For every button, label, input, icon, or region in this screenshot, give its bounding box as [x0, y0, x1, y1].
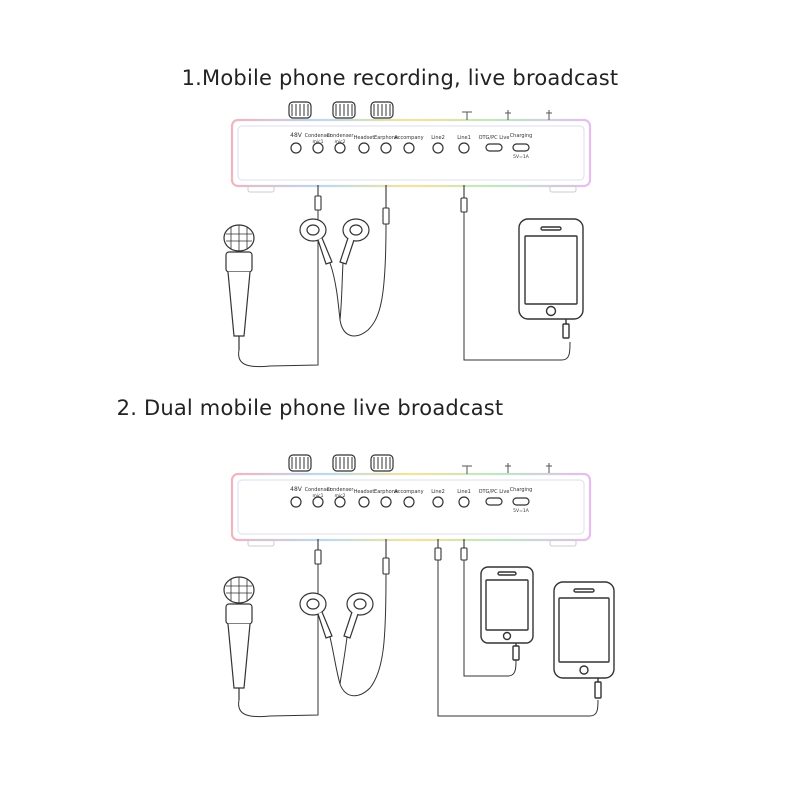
diagram-2: 48V Condenser mic1 Condenser mic2 Headse… [223, 454, 615, 718]
line1-cable-2 [463, 560, 517, 677]
port-label-headset: Headset [354, 135, 375, 141]
port-label-48v: 48V [290, 132, 303, 139]
plug-line2-2 [434, 539, 442, 561]
knob-1a [288, 101, 312, 119]
knob-2a [288, 454, 312, 472]
port-label-earphone: Earphone [374, 489, 398, 495]
port-label-accompany: Accompany [394, 135, 423, 141]
port-label-48v: 48V [290, 486, 303, 493]
port-sub-mic2: mic2 [335, 139, 346, 145]
port-sub-mic1: mic1 [313, 493, 324, 499]
port-sub-5v: 5V=1A [513, 508, 530, 514]
port-labels-2: 48V Condenser mic1 Condenser mic2 Headse… [290, 486, 532, 514]
port-label-line2: Line2 [431, 135, 445, 141]
plug-line1-2 [460, 539, 468, 561]
line2-cable-2 [437, 560, 599, 717]
microphone-1 [223, 224, 255, 350]
knob-1b [332, 101, 356, 119]
port-label-charging: Charging [510, 487, 533, 493]
port-label-condenser-2: Condenser [327, 487, 355, 493]
knob-2b [332, 454, 356, 472]
port-label-condenser-1: Condenser [305, 487, 333, 493]
phone-large-2 [553, 581, 615, 699]
port-label-line2: Line2 [431, 489, 445, 495]
port-label-headset: Headset [354, 489, 375, 495]
jacks-2 [290, 496, 530, 508]
port-label-condenser-1: Condenser [305, 133, 333, 139]
plug-headphone-1 [382, 185, 390, 225]
microphone-2 [223, 576, 255, 700]
line1-cable-1 [463, 212, 571, 361]
earphones-2 [299, 592, 374, 639]
mixer-device-1 [230, 118, 592, 193]
jacks-1 [290, 142, 530, 154]
plug-line1-1 [460, 185, 468, 213]
earphone-cable-1 [329, 223, 387, 337]
mic-cable-2 [238, 564, 319, 718]
port-labels-1: 48V Condenser mic1 Condenser mic2 Headse… [290, 132, 532, 160]
diagram-1: 48V Condenser mic1 Condenser mic2 Headse… [223, 101, 592, 368]
port-label-condenser-2: Condenser [327, 133, 355, 139]
port-sub-5v: 5V=1A [513, 154, 530, 160]
plug-mic-1 [314, 185, 322, 211]
port-label-line1: Line1 [457, 489, 471, 495]
mic-cable-1 [238, 210, 319, 368]
port-label-accompany: Accompany [394, 489, 423, 495]
mixer-device-2 [230, 472, 592, 547]
plug-mic-2 [314, 539, 322, 565]
port-sub-mic1: mic1 [313, 139, 324, 145]
port-label-otg: OTG/PC Live [479, 135, 510, 141]
port-label-line1: Line1 [457, 135, 471, 141]
earphone-cable-2 [329, 573, 387, 697]
diagram-2-title: 2. Dual mobile phone live broadcast [116, 396, 504, 420]
phone-1 [518, 218, 584, 339]
earphones-1 [299, 218, 370, 265]
plug-headphone-2 [382, 539, 390, 575]
port-sub-mic2: mic2 [335, 493, 346, 499]
port-label-earphone: Earphone [374, 135, 398, 141]
phone-small-2 [480, 566, 534, 661]
port-label-charging: Charging [510, 133, 533, 139]
knob-2c [370, 454, 394, 472]
knob-1c [370, 101, 394, 119]
diagram-1-title: 1.Mobile phone recording, live broadcast [181, 66, 619, 90]
port-label-otg: OTG/PC Live [479, 489, 510, 495]
